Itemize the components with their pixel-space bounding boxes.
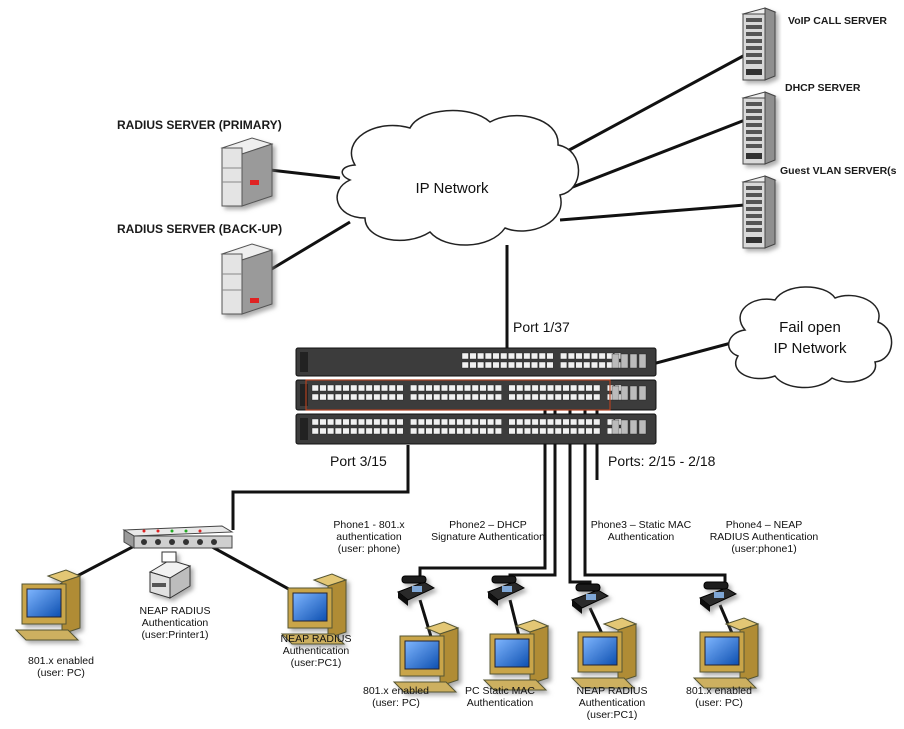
ip-network-label: IP Network (415, 180, 489, 197)
ip-phone-3 (571, 583, 610, 614)
ethernet-hub (122, 525, 234, 549)
computers (14, 569, 760, 693)
phone-pc-3-label-line-1: NEAP RADIUS (577, 685, 648, 697)
hub-client-2-label-line-1: NEAP RADIUS (140, 605, 211, 617)
voip-server-label: VoIP CALL SERVER (788, 15, 887, 27)
fail-open-cloud: Fail open IP Network (727, 286, 893, 389)
phone-ports-label: Ports: 2/15 - 2/18 (608, 453, 716, 469)
radius-primary-label: RADIUS SERVER (PRIMARY) (117, 118, 282, 132)
hub-client-1-label: 801.x enabled(user: PC) (28, 655, 94, 679)
computer-1 (14, 569, 82, 641)
phone-pc-3-label-line-3: (user:PC1) (587, 709, 638, 721)
phone-1-label-line-2: authentication (336, 531, 402, 543)
ip-phone-4 (699, 581, 738, 612)
phone-1-label-line-1: Phone1 - 801.x (333, 519, 405, 531)
radius-server-backup (220, 243, 274, 315)
switch-stack (295, 347, 657, 445)
fail-open-label-1: Fail open (779, 319, 841, 336)
phone-pc-4-label: 801.x enabled(user: PC) (686, 685, 752, 709)
phone-4-label-line-1: Phone4 – NEAP (726, 519, 802, 531)
hub-port-label: Port 3/15 (330, 453, 387, 469)
switch-unit-3 (295, 413, 657, 445)
computer-6 (692, 617, 760, 689)
phone-pc-1-label-line-1: 801.x enabled (363, 685, 429, 697)
phone-pc-1-label: 801.x enabled(user: PC) (363, 685, 429, 709)
phone-4-label-line-3: (user:phone1) (731, 543, 796, 555)
radius-server-primary (220, 137, 274, 207)
phone-pc-4-label-line-1: 801.x enabled (686, 685, 752, 697)
phone-3-label-line-1: Phone3 – Static MAC (591, 519, 692, 531)
dhcp-server-label: DHCP SERVER (785, 82, 861, 94)
switch-unit-2 (295, 379, 657, 411)
hub-client-3-label-line-3: (user:PC1) (291, 657, 342, 669)
phone-pc-2-label-line-1: PC Static MAC (465, 685, 535, 697)
guest-vlan-server-label: Guest VLAN SERVER(s (780, 165, 897, 177)
hub-client-2-label-line-2: Authentication (142, 617, 209, 629)
phone-pc-4-label-line-2: (user: PC) (695, 697, 743, 709)
tower-server-1 (741, 7, 777, 81)
tower-servers (741, 7, 777, 249)
radius-backup-label: RADIUS SERVER (BACK-UP) (117, 222, 282, 236)
hub-client-1-label-line-1: 801.x enabled (28, 655, 94, 667)
hub-client-1-label-line-2: (user: PC) (37, 667, 85, 679)
hub-client-3-label-line-1: NEAP RADIUS (281, 633, 352, 645)
phone-2-label-line-1: Phone2 – DHCP (449, 519, 527, 531)
hub-client-3-label-line-2: Authentication (283, 645, 350, 657)
switch-unit-1 (295, 347, 657, 377)
fail-open-label-2: IP Network (773, 340, 847, 357)
tower-server-2 (741, 91, 777, 165)
printer (148, 551, 192, 599)
ip-phone-2 (487, 575, 526, 606)
computer-3 (392, 621, 460, 693)
computer-5 (570, 617, 638, 689)
phone-4-label-line-2: RADIUS Authentication (710, 531, 819, 543)
ip-phone-1 (397, 575, 436, 606)
phone-pc-3-label-line-2: Authentication (579, 697, 646, 709)
hub-client-2-label-line-3: (user:Printer1) (141, 629, 208, 641)
ip-network-cloud: IP Network (336, 109, 580, 246)
tower-server-3 (741, 175, 777, 249)
phone-3-label-line-2: Authentication (608, 531, 675, 543)
phone-2-label-line-2: Signature Authentication (431, 531, 545, 543)
computer-2 (280, 573, 348, 645)
phone-pc-2-label-line-2: Authentication (467, 697, 534, 709)
phone-1-label-line-3: (user: phone) (338, 543, 400, 555)
uplink-port-label: Port 1/37 (513, 319, 570, 335)
ip-phones (397, 575, 738, 614)
phone-pc-1-label-line-2: (user: PC) (372, 697, 420, 709)
computer-4 (482, 619, 550, 691)
